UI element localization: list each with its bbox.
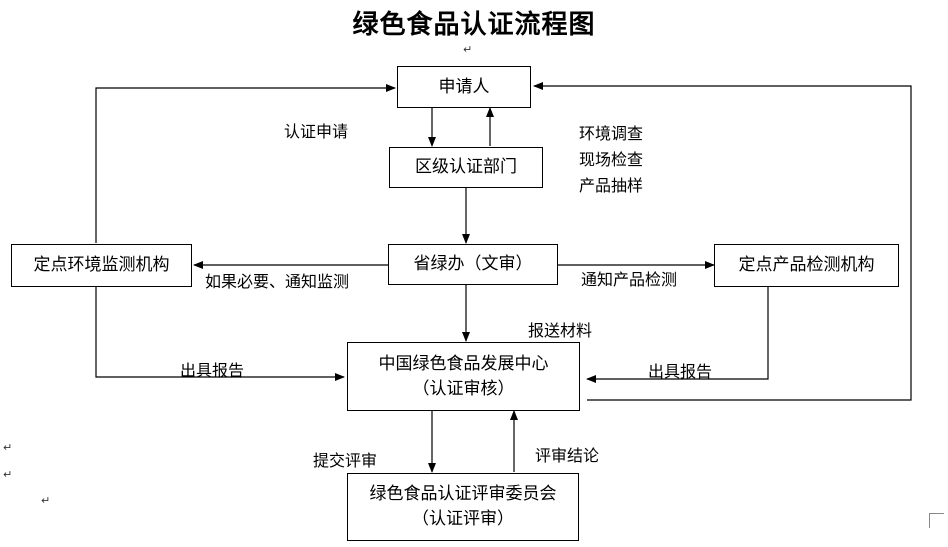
node-center-role: （认证审核）: [412, 378, 515, 399]
node-committee-name: 绿色食品认证评审委员会: [369, 484, 557, 505]
arrow-testing-to-center: [586, 287, 769, 383]
arrow-env-to-applicant: [95, 84, 396, 243]
node-center-name: 中国绿色食品发展中心: [378, 353, 549, 374]
page-title: 绿色食品认证流程图: [352, 10, 596, 40]
label-site-inspection: 现场检查: [579, 150, 644, 169]
label-cert-application: 认证申请: [284, 122, 349, 141]
paragraph-mark-icon: ↵: [3, 468, 13, 481]
node-env-label: 定点环境监测机构: [33, 255, 170, 276]
arrow-env-to-center: [95, 287, 345, 381]
node-env-monitor: 定点环境监测机构: [11, 244, 192, 287]
page-corner-marker: [929, 513, 944, 528]
label-notify-monitoring: 如果必要、通知监测: [205, 272, 350, 291]
node-provincial-label: 省绿办（文审）: [413, 254, 533, 275]
arrow-center-to-applicant: [533, 82, 912, 401]
node-district-label: 区级认证部门: [415, 157, 517, 178]
label-notify-testing: 通知产品检测: [581, 270, 678, 289]
node-applicant: 申请人: [397, 66, 531, 108]
label-env-survey: 环境调查: [579, 124, 644, 143]
label-submit-materials: 报送材料: [528, 321, 593, 340]
label-issue-report-right: 出具报告: [648, 362, 713, 381]
node-committee-role: （认证评审）: [412, 509, 514, 529]
paragraph-mark-icon: ↵: [41, 494, 51, 507]
node-review-committee: 绿色食品认证评审委员会 （认证评审）: [347, 473, 579, 541]
node-provincial-office: 省绿办（文审）: [388, 244, 558, 285]
node-testing-label: 定点产品检测机构: [738, 255, 875, 276]
label-issue-report-left: 出具报告: [180, 361, 245, 380]
label-product-sampling: 产品抽样: [579, 176, 644, 195]
label-review-conclusion: 评审结论: [535, 446, 600, 465]
node-product-testing: 定点产品检测机构: [714, 244, 899, 287]
paragraph-mark-icon: ↵: [463, 43, 473, 56]
paragraph-mark-icon: ↵: [3, 441, 13, 454]
node-district-dept: 区级认证部门: [389, 147, 543, 188]
label-submit-review: 提交评审: [313, 451, 378, 470]
node-applicant-label: 申请人: [438, 76, 490, 97]
node-development-center: 中国绿色食品发展中心 （认证审核）: [347, 342, 580, 411]
